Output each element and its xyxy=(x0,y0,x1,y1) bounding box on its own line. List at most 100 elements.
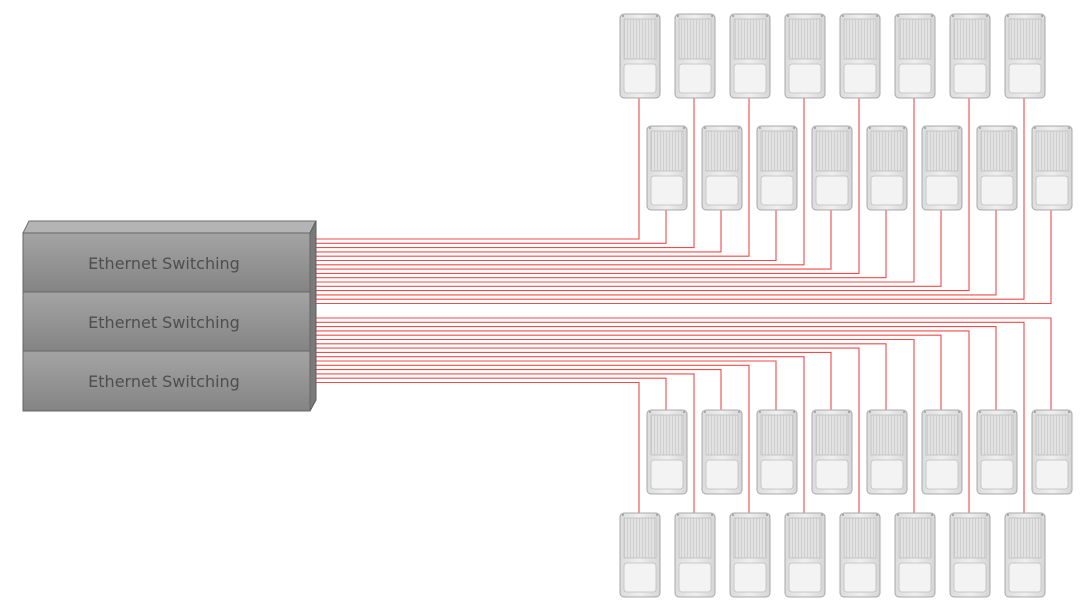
device-panel xyxy=(1035,175,1069,206)
device-heatsink xyxy=(650,414,684,456)
device-panel xyxy=(678,63,712,94)
mount-dot xyxy=(1007,15,1009,17)
device-panel xyxy=(815,459,849,490)
device-panel xyxy=(980,175,1014,206)
device-heatsink xyxy=(678,18,712,60)
mount-dot xyxy=(1068,411,1070,413)
access-point-device xyxy=(674,13,716,99)
access-point-device xyxy=(646,125,688,211)
ethernet-cable xyxy=(316,364,750,513)
mount-dot xyxy=(986,514,988,516)
mount-dot xyxy=(1034,127,1036,129)
ethernet-cable xyxy=(316,98,915,283)
device-heatsink xyxy=(1035,414,1069,456)
mount-dot xyxy=(869,127,871,129)
access-point-device xyxy=(811,125,853,211)
access-point-device xyxy=(894,512,936,598)
device-heatsink xyxy=(815,130,849,172)
mount-dot xyxy=(704,411,706,413)
device-panel xyxy=(650,459,684,490)
mount-dot xyxy=(656,15,658,17)
access-point-device xyxy=(1004,512,1046,598)
device-heatsink xyxy=(925,414,959,456)
device-panel xyxy=(953,562,987,593)
ethernet-cable xyxy=(316,377,667,410)
device-panel xyxy=(815,175,849,206)
mount-dot xyxy=(876,514,878,516)
mount-dot xyxy=(903,411,905,413)
device-heatsink xyxy=(1008,18,1042,60)
access-point-device xyxy=(674,512,716,598)
ethernet-cable xyxy=(316,98,750,257)
ethernet-cable xyxy=(316,98,695,249)
device-heatsink xyxy=(1008,517,1042,559)
access-point-device xyxy=(811,409,853,495)
mount-dot xyxy=(814,127,816,129)
ethernet-cable xyxy=(316,360,777,410)
device-heatsink xyxy=(925,130,959,172)
device-panel xyxy=(953,63,987,94)
ethernet-cable xyxy=(316,317,1052,410)
mount-dot xyxy=(931,514,933,516)
mount-dot xyxy=(931,15,933,17)
device-panel xyxy=(650,175,684,206)
cable-group xyxy=(316,98,1052,513)
mount-dot xyxy=(649,127,651,129)
device-panel xyxy=(870,459,904,490)
device-panel xyxy=(705,459,739,490)
device-heatsink xyxy=(815,414,849,456)
access-point-device xyxy=(619,512,661,598)
device-panel xyxy=(678,562,712,593)
ethernet-cable xyxy=(316,210,722,253)
device-heatsink xyxy=(733,517,767,559)
device-panel xyxy=(925,175,959,206)
access-point-device xyxy=(949,13,991,99)
ethernet-cable xyxy=(316,210,942,287)
access-point-device xyxy=(839,13,881,99)
device-heatsink xyxy=(953,517,987,559)
access-point-device xyxy=(839,512,881,598)
access-point-device xyxy=(784,512,826,598)
device-heatsink xyxy=(705,414,739,456)
device-heatsink xyxy=(898,517,932,559)
mount-dot xyxy=(1041,15,1043,17)
ethernet-cable xyxy=(316,210,887,279)
mount-dot xyxy=(1013,411,1015,413)
access-point-device xyxy=(701,125,743,211)
ethernet-cable xyxy=(316,373,695,513)
switch-unit-1: Ethernet Switching xyxy=(22,232,311,293)
device-heatsink xyxy=(623,517,657,559)
switch-label: Ethernet Switching xyxy=(88,254,240,273)
mount-dot xyxy=(622,15,624,17)
mount-dot xyxy=(924,127,926,129)
access-point-device xyxy=(756,409,798,495)
access-point-device xyxy=(729,13,771,99)
device-heatsink xyxy=(788,517,822,559)
ethernet-cable xyxy=(316,347,860,513)
ethernet-cable xyxy=(316,210,1052,305)
mount-dot xyxy=(979,127,981,129)
ethernet-cable xyxy=(316,98,805,266)
mount-dot xyxy=(986,15,988,17)
ethernet-cable xyxy=(316,351,832,410)
device-heatsink xyxy=(953,18,987,60)
device-panel xyxy=(705,175,739,206)
device-heatsink xyxy=(898,18,932,60)
mount-dot xyxy=(848,411,850,413)
mount-dot xyxy=(869,411,871,413)
mount-dot xyxy=(711,514,713,516)
mount-dot xyxy=(903,127,905,129)
device-panel xyxy=(870,175,904,206)
ethernet-cable xyxy=(316,98,970,292)
access-point-device xyxy=(976,125,1018,211)
mount-dot xyxy=(952,514,954,516)
mount-dot xyxy=(766,15,768,17)
device-panel xyxy=(623,63,657,94)
mount-dot xyxy=(711,15,713,17)
access-point-device xyxy=(976,409,1018,495)
device-heatsink xyxy=(650,130,684,172)
device-heatsink xyxy=(705,130,739,172)
mount-dot xyxy=(704,127,706,129)
device-panel xyxy=(1008,63,1042,94)
